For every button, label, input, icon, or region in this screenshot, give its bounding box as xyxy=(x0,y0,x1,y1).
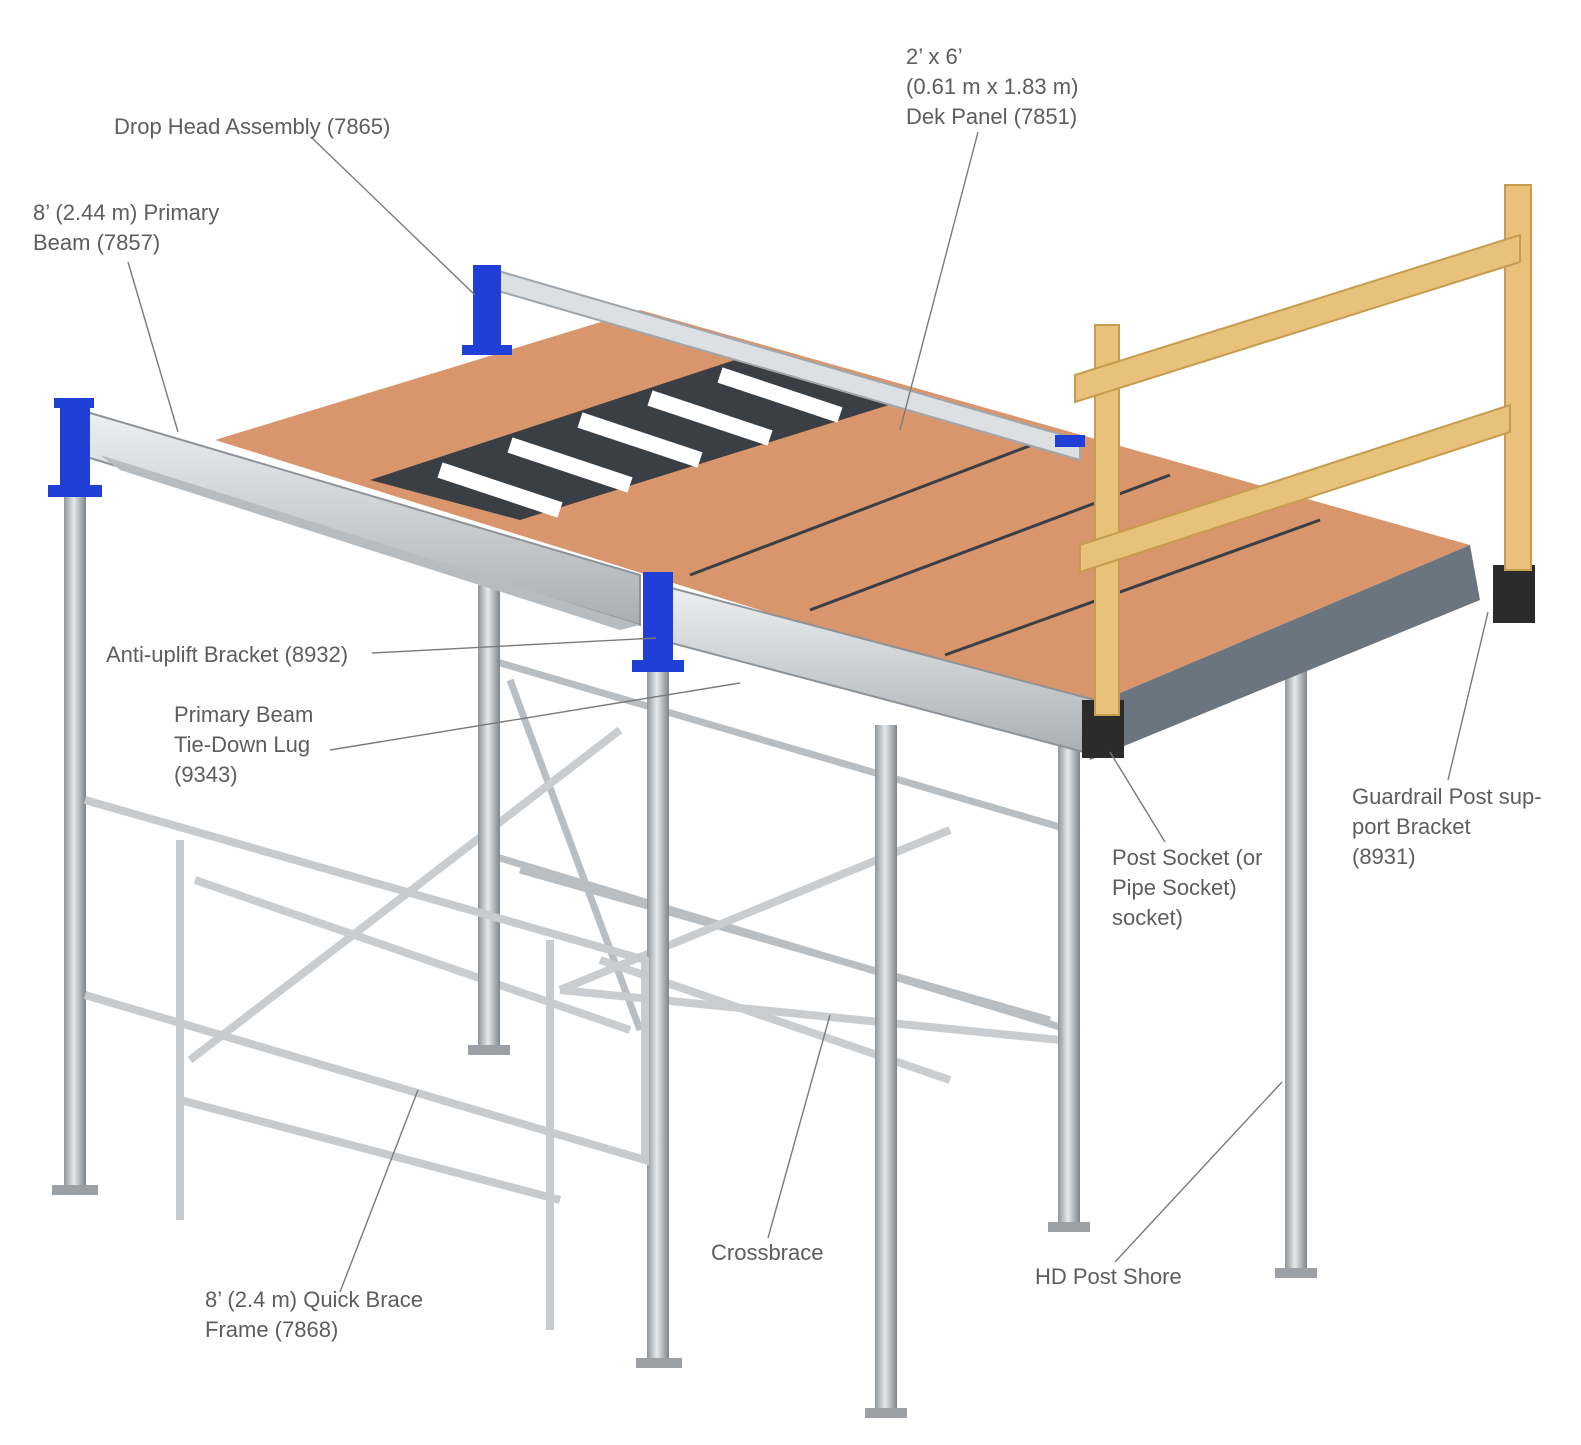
label-crossbrace-line-1: Crossbrace xyxy=(711,1240,824,1265)
post-sockets xyxy=(1082,565,1535,758)
label-anti-uplift-bracket: Anti-uplift Bracket (8932) xyxy=(106,640,348,670)
leader-crossbrace xyxy=(767,1014,831,1239)
label-guardrail-post-bracket: Guardrail Post sup-port Bracket (8931) xyxy=(1352,782,1542,872)
label-quick-brace-frame-line-1: 8’ (2.4 m) Quick Brace xyxy=(205,1287,424,1312)
leader-hd-post-shore xyxy=(1114,1081,1283,1263)
label-drop-head-assembly: Drop Head Assembly (7865) xyxy=(114,112,390,142)
leader-anti-uplift xyxy=(371,637,657,654)
label-dek-panel-line-3: Dek Panel (7851) xyxy=(906,104,1078,129)
leader-primary-beam xyxy=(127,261,179,433)
label-post-socket-line-2: Pipe Socket) xyxy=(1112,875,1237,900)
label-guardrail-post-bracket-line-1: Guardrail Post sup- xyxy=(1352,784,1542,809)
leader-lines xyxy=(127,131,1489,1293)
leader-tie-down xyxy=(329,682,741,751)
label-tie-down-lug-line-2: Tie-Down Lug xyxy=(174,732,311,757)
label-post-socket-line-1: Post Socket (or xyxy=(1112,845,1263,870)
label-crossbrace: Crossbrace xyxy=(711,1238,823,1268)
label-dek-panel: 2’ x 6’ (0.61 m x 1.83 m) Dek Panel (7851) xyxy=(906,42,1078,132)
label-hd-post-shore: HD Post Shore xyxy=(1035,1262,1182,1292)
label-primary-beam-line-1: 8’ (2.44 m) Primary xyxy=(33,200,220,225)
label-hd-post-shore-line-1: HD Post Shore xyxy=(1035,1264,1182,1289)
label-quick-brace-frame-line-2: Frame (7868) xyxy=(205,1317,339,1342)
leader-dek-panel xyxy=(899,131,979,431)
leader-guardrail-bracket xyxy=(1447,611,1489,781)
quick-brace-frame-front xyxy=(83,796,649,1330)
label-dek-panel-line-2: (0.61 m x 1.83 m) xyxy=(906,74,1079,99)
post-shores-back xyxy=(468,585,1317,1418)
deck-panels xyxy=(215,310,1480,760)
leader-post-socket xyxy=(1109,751,1166,843)
label-anti-uplift-bracket-line-1: Anti-uplift Bracket (8932) xyxy=(106,642,349,667)
label-post-socket-line-3: socket) xyxy=(1112,905,1183,930)
post-shores-front xyxy=(52,495,682,1368)
leader-drop-head xyxy=(311,137,476,296)
crossbrace-bars xyxy=(187,726,1061,1084)
primary-beams xyxy=(79,268,1096,757)
label-primary-beam-line-2: Beam (7857) xyxy=(33,230,161,255)
label-guardrail-post-bracket-line-2: port Bracket xyxy=(1352,814,1471,839)
label-tie-down-lug-line-1: Primary Beam xyxy=(174,702,314,727)
drop-head-assemblies xyxy=(48,265,1085,672)
leader-quick-brace xyxy=(339,1089,419,1293)
label-drop-head-assembly-line-1: Drop Head Assembly (7865) xyxy=(114,114,391,139)
label-dek-panel-line-1: 2’ x 6’ xyxy=(906,44,963,69)
label-guardrail-post-bracket-line-3: (8931) xyxy=(1352,844,1416,869)
guardrail xyxy=(1074,184,1532,716)
label-tie-down-lug-line-3: (9343) xyxy=(174,762,238,787)
